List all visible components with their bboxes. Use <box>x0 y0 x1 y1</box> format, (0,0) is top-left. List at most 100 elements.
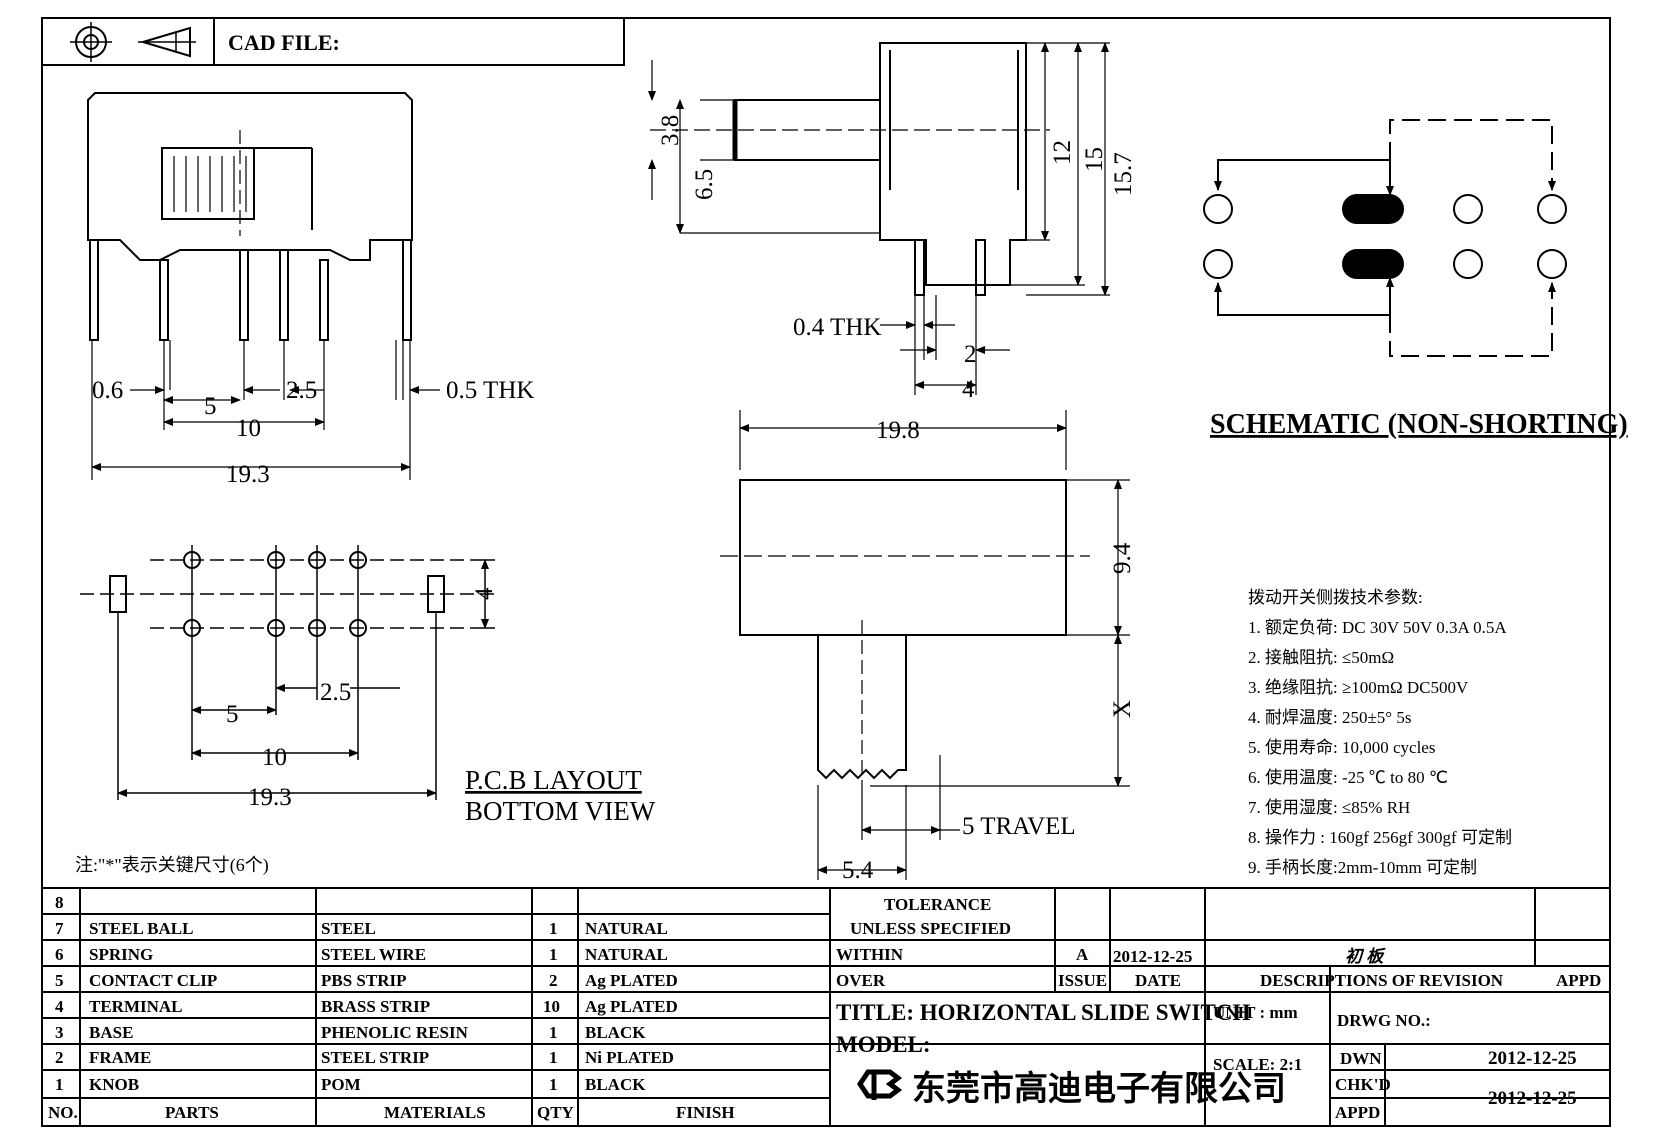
bom-no: 7 <box>55 919 64 938</box>
pcb-title-line2: BOTTOM VIEW <box>465 796 656 826</box>
bom-qty: 1 <box>549 1023 558 1042</box>
pcb-layout-dims: 4 2.5 5 10 19.3 P.C.B LAYOUT BOTTOM VIEW <box>226 587 656 826</box>
pcb-dim-19-3: 19.3 <box>248 784 292 811</box>
bom-part: FRAME <box>89 1048 151 1067</box>
dim-2: 2 <box>964 341 977 368</box>
spec-heading: 拨动开关侧拨技术参数: <box>1248 588 1423 607</box>
table-row: 6 SPRING STEEL WIRE 1 NATURAL <box>55 945 668 964</box>
bom-part: SPRING <box>89 945 153 964</box>
table-row: 8 <box>55 893 64 912</box>
table-row: 4 TERMINAL BRASS STRIP 10 Ag PLATED <box>55 997 678 1016</box>
bom-qty: 1 <box>549 919 558 938</box>
table-row: 7 STEEL BALL STEEL 1 NATURAL <box>55 919 668 938</box>
unit-label: UNIT : mm <box>1213 1003 1298 1022</box>
bom-no: 1 <box>55 1075 64 1094</box>
side-view <box>648 42 1110 395</box>
table-row: 2 FRAME STEEL STRIP 1 Ni PLATED <box>55 1048 674 1067</box>
bom-material: BRASS STRIP <box>321 997 430 1016</box>
top-view <box>720 410 1130 880</box>
pcb-dim-4: 4 <box>471 587 498 600</box>
dim-12: 12 <box>1049 140 1076 165</box>
dim-x: X <box>1109 700 1136 718</box>
bom-no: 5 <box>55 971 64 990</box>
table-row: 1 KNOB POM 1 BLACK <box>55 1075 646 1094</box>
bom-finish: Ag PLATED <box>585 971 678 990</box>
bom-qty: 1 <box>549 945 558 964</box>
dim-0-5-thk: 0.5 THK <box>446 377 534 404</box>
pcb-dim-10: 10 <box>262 744 287 771</box>
unless-specified-label: UNLESS SPECIFIED <box>850 919 1011 938</box>
dim-5-4: 5.4 <box>842 857 874 884</box>
bom-no: 3 <box>55 1023 64 1042</box>
spec-item: 7. 使用湿度: ≤85% RH <box>1248 797 1410 817</box>
dim-0-6: 0.6 <box>92 377 123 404</box>
scale-label: SCALE: 2:1 <box>1213 1055 1302 1074</box>
bom-header-no: NO. <box>48 1103 78 1122</box>
dwn-date: 2012-12-25 <box>1488 1048 1577 1069</box>
bom-finish: NATURAL <box>585 919 668 938</box>
schematic <box>1203 119 1567 357</box>
front-view <box>87 92 440 480</box>
dim-15: 15 <box>1081 147 1108 172</box>
spec-item: 4. 耐焊温度: 250±5° 5s <box>1248 708 1411 727</box>
schematic-title: SCHEMATIC (NON-SHORTING) <box>1210 409 1628 440</box>
dim-15-7: 15.7 <box>1110 152 1137 196</box>
bom-finish: Ni PLATED <box>585 1048 674 1067</box>
dim-3-8: 3.8 <box>657 115 684 146</box>
bom-part: KNOB <box>89 1075 139 1094</box>
pcb-layout <box>80 545 500 800</box>
spec-item: 1. 额定负荷: DC 30V 50V 0.3A 0.5A <box>1248 618 1507 637</box>
drawing-title: TITLE: HORIZONTAL SLIDE SWITCH <box>836 1000 1250 1025</box>
bom-qty: 1 <box>549 1048 558 1067</box>
within-label: WITHIN <box>836 945 904 964</box>
company-logo-icon <box>856 1069 903 1100</box>
top-view-dims: 19.8 9.4 X 5 TRAVEL 5.4 <box>842 417 1136 884</box>
pcb-title-line1: P.C.B LAYOUT <box>465 765 642 795</box>
spec-item: 5. 使用寿命: 10,000 cycles <box>1248 737 1435 757</box>
spec-item: 3. 绝缘阻抗: ≥100mΩ DC500V <box>1248 678 1469 697</box>
drwg-no-label: DRWG NO.: <box>1337 1011 1431 1030</box>
title-block: TOLERANCE UNLESS SPECIFIED WITHIN OVER A… <box>830 888 1610 1126</box>
dim-4: 4 <box>962 376 975 403</box>
dim-0-4-thk: 0.4 THK <box>793 314 881 341</box>
bom-finish: BLACK <box>585 1023 646 1042</box>
dim-6-5: 6.5 <box>691 169 718 200</box>
bom-header-row: NO. PARTS MATERIALS QTY FINISH <box>48 1103 735 1122</box>
key-dimension-note: 注:"*"表示关键尺寸(6个) <box>75 855 269 876</box>
bom-finish: BLACK <box>585 1075 646 1094</box>
dim-9-4: 9.4 <box>1109 542 1136 574</box>
issue-date: 2012-12-25 <box>1113 947 1192 966</box>
bom-material: STEEL WIRE <box>321 945 426 964</box>
bom-qty: 2 <box>549 971 558 990</box>
table-row: 3 BASE PHENOLIC RESIN 1 BLACK <box>55 1023 646 1042</box>
pcb-dim-2-5: 2.5 <box>320 679 351 706</box>
bom-no: 2 <box>55 1048 64 1067</box>
dim-2-5: 2.5 <box>286 377 317 404</box>
dim-5-travel: 5 TRAVEL <box>962 813 1076 840</box>
bom-no: 8 <box>55 893 64 912</box>
front-pins <box>89 239 412 341</box>
bom-material: POM <box>321 1075 361 1094</box>
company-name: 东莞市高迪电子有限公司 <box>912 1069 1286 1108</box>
bom-qty: 1 <box>549 1075 558 1094</box>
bom-material: STEEL STRIP <box>321 1048 429 1067</box>
bom-part: CONTACT CLIP <box>89 971 217 990</box>
model-label: MODEL: <box>836 1032 931 1057</box>
spec-item: 2. 接触阻抗: ≤50mΩ <box>1248 648 1394 667</box>
pcb-dim-5: 5 <box>226 701 239 728</box>
bom-header-qty: QTY <box>537 1103 574 1122</box>
bom-material: STEEL <box>321 919 376 938</box>
bom-part: BASE <box>89 1023 133 1042</box>
bom-table: NO. PARTS MATERIALS QTY FINISH 8 7 STEEL… <box>42 887 1610 1126</box>
bom-header-finish: FINISH <box>676 1103 735 1122</box>
revision-text: 初 板 <box>1345 947 1386 966</box>
bom-material: PBS STRIP <box>321 971 407 990</box>
side-view-dims: 3.8 6.5 12 15 15.7 0.4 THK 2 4 <box>657 115 1137 403</box>
spec-item: 9. 手柄长度:2mm-10mm 可定制 <box>1248 858 1477 877</box>
bom-header-materials: MATERIALS <box>384 1103 486 1122</box>
bom-material: PHENOLIC RESIN <box>321 1023 469 1042</box>
bom-no: 6 <box>55 945 64 964</box>
dim-19-8: 19.8 <box>876 417 920 444</box>
